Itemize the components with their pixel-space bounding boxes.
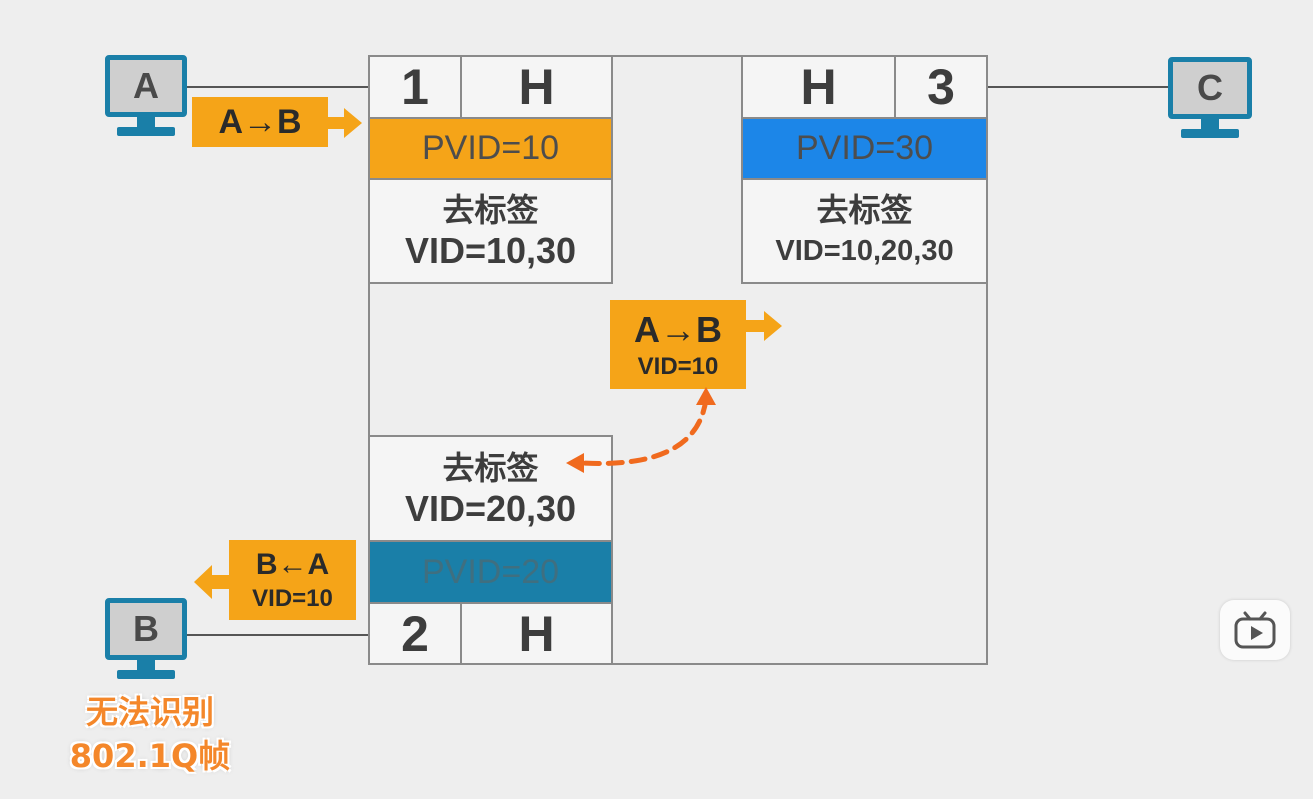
pc-b-screen: B — [105, 598, 187, 660]
port2-mode: H — [460, 602, 613, 665]
ingress-frame-tag: A→B — [192, 97, 328, 147]
link-b-port2 — [185, 634, 368, 636]
pc-b-base — [117, 670, 175, 679]
pc-a-stand — [137, 117, 155, 127]
port3-rule-vid: VID=10,20,30 — [775, 235, 954, 267]
port2-rule-vid: VID=20,30 — [404, 487, 577, 529]
pc-c-label: C — [1197, 67, 1223, 108]
port3-rule-title: 去标签 — [816, 191, 913, 229]
egress-frame-tag: B←A VID=10 — [229, 540, 356, 620]
pc-c-stand — [1201, 119, 1219, 129]
switch-body — [368, 55, 988, 665]
link-c-port3 — [988, 86, 1170, 88]
port3-pvid: PVID=30 — [741, 117, 988, 180]
port1-untag-rule: 去标签 VID=10,30 — [368, 178, 613, 284]
play-icon — [1234, 611, 1276, 649]
port1-pvid: PVID=10 — [368, 117, 613, 180]
pc-a: A — [105, 55, 187, 141]
dashed-curve-arrow-icon — [566, 387, 716, 473]
pc-a-screen: A — [105, 55, 187, 117]
port3-untag-rule: 去标签 VID=10,20,30 — [741, 178, 988, 284]
port2-pvid: PVID=20 — [368, 540, 613, 604]
internal-frame-tag: A→B VID=10 — [610, 300, 746, 389]
port2-rule-title: 去标签 — [442, 448, 539, 487]
port3-number: 3 — [894, 55, 988, 119]
port3-mode: H — [741, 55, 896, 119]
pc-c: C — [1168, 57, 1252, 143]
internal-arrow-icon — [744, 311, 782, 341]
unrecognized-frame-note: 无法识别 802.1Q帧 — [40, 690, 260, 778]
port1-mode: H — [460, 55, 613, 119]
egress-arrow-icon — [194, 565, 232, 599]
ingress-arrow-icon — [326, 108, 362, 138]
pc-a-label: A — [133, 65, 159, 106]
note-line-2: 802.1Q帧 — [69, 737, 231, 775]
video-player-button[interactable] — [1220, 600, 1290, 660]
note-line-1: 无法识别 — [85, 693, 214, 731]
port1-number: 1 — [368, 55, 462, 119]
port1-rule-title: 去标签 — [442, 191, 539, 229]
pc-c-base — [1181, 129, 1239, 138]
pc-a-base — [117, 127, 175, 136]
port1-rule-vid: VID=10,30 — [404, 230, 577, 271]
link-a-port1 — [185, 86, 368, 88]
egress-frame-label: B←A — [255, 548, 330, 581]
ingress-frame-label: A→B — [218, 102, 302, 141]
egress-frame-vid: VID=10 — [252, 585, 333, 612]
internal-frame-vid: VID=10 — [637, 352, 719, 380]
internal-frame-label: A→B — [634, 308, 722, 350]
port2-number: 2 — [368, 602, 462, 665]
pc-b-stand — [137, 660, 155, 670]
pc-b: B — [105, 598, 187, 684]
pc-c-screen: C — [1168, 57, 1252, 119]
pc-b-label: B — [133, 608, 159, 649]
